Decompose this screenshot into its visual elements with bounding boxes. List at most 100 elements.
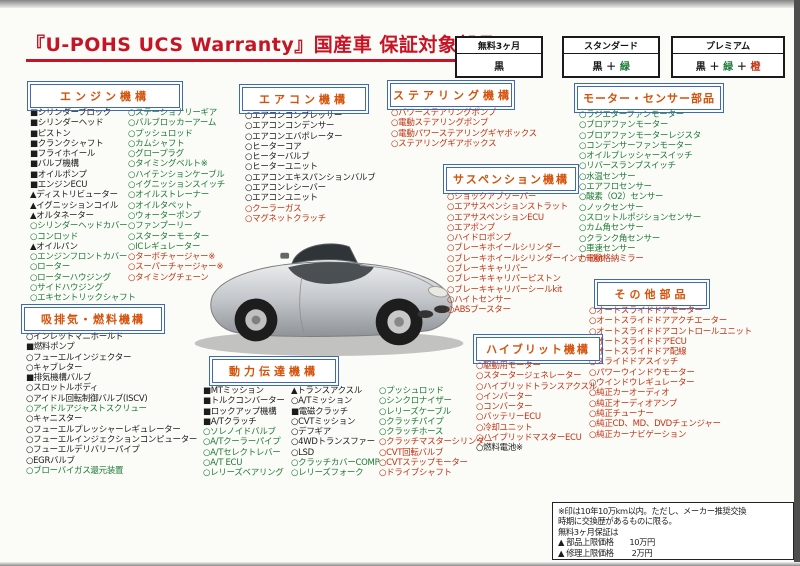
part-item: ▲オルタネーター [30, 210, 94, 221]
part-item: ○ブレーキホイールシリンダー [447, 243, 561, 254]
part-item: ○ハイトセンサー [447, 294, 512, 305]
part-item: ○スーパーチャージャー※ [128, 262, 224, 273]
section-header-steering: ステアリング機構 [387, 80, 515, 110]
part-item: ○電動ステアリングポンプ [391, 118, 489, 129]
part-item: ○エアコンレシーバー [245, 183, 326, 194]
part-item: ○酸素（O2）センサー [579, 192, 664, 203]
engine-parts-col1: ■シリンダーブロック■シリンダーヘッド■ピストン■クランクシャフト■フライホイー… [30, 108, 136, 304]
part-item: ○CVT回転バルブ [379, 447, 444, 458]
legend-title: 無料3ヶ月 [457, 38, 541, 54]
part-item: ○エアコンエキスパンションバルブ [245, 172, 376, 183]
part-item: ○ICレギュレーター [128, 241, 201, 252]
part-item: ■バルブ機構 [30, 159, 79, 170]
legend-color-label: 緑 [723, 62, 733, 73]
part-item: ○スターターモーター [128, 231, 209, 242]
warranty-note-box: ※印は10年10万km以内。ただし、メーカー推奨交換時期に交換歴があるものに限る… [552, 502, 794, 560]
others-parts: ○オートスライドドアモーター○オートスライドドアアクチエーター○オートスライドド… [589, 306, 752, 440]
part-item: ○ヒーターユニット [245, 162, 318, 173]
part-item: ○コンデンサーファンモーター [579, 140, 693, 151]
legend-standard: スタンダード 黒＋緑 [562, 36, 660, 78]
part-item: ○バルブロッカーアーム [128, 118, 217, 129]
part-item: ○コンロッド [30, 231, 79, 242]
part-item: ○ショックアブソーバー [447, 192, 537, 202]
part-item: ○クーラーガス [245, 203, 302, 214]
part-item: ■排気機構バルブ [26, 373, 92, 384]
part-item: ○ブレーキホイールシリンダーインナーkit [447, 253, 604, 264]
part-item: ○ローターハウジング [30, 272, 111, 283]
scan-edge-right [794, 0, 800, 566]
part-item: ○CVTステップモーター [379, 458, 468, 469]
part-item: ○シリンダーヘッドカバー [30, 221, 128, 232]
part-item: ○ステーショナリーギア [128, 108, 217, 118]
part-item: ○バッテリーECU [476, 412, 541, 423]
part-item: ○駆動用モーター [476, 361, 541, 371]
part-item: ■シリンダーヘッド [30, 118, 104, 129]
part-item: ○クランク角センサー [579, 233, 660, 244]
section-header-engine: エンジン機構 [27, 81, 183, 111]
part-item: ○オートスライドドアコントロールユニット [589, 326, 752, 337]
legend-colors: 黒 [457, 54, 541, 76]
section-header-others: その他部品 [594, 279, 710, 309]
power-train-parts-col3: ○プッシュロッド○シンクロナイザー○レリーズケーブル○クラッチパイプ○クラッチホ… [379, 386, 493, 479]
part-item: ○エアフロセンサー [579, 182, 652, 193]
part-item: ○ヒーターバルブ [245, 152, 310, 163]
part-item: ○フューエルデリバリーパイプ [26, 445, 140, 456]
power-train-parts-col1: ■MTミッション■トルクコンバーター■ロックアップ機構■A/Tクラッチ○ソレノイ… [203, 386, 285, 479]
aircon-parts: ○エアコンコンプレッサー○エアコンコンデンサー○エアコンエバポレーター○ヒーター… [245, 111, 376, 224]
part-item: ○オイルタペット [128, 200, 193, 211]
part-item: ○クラッチパイプ [379, 416, 444, 427]
part-item: ○ドライブシャフト [379, 468, 452, 479]
note-line: 無料3ヶ月保証は [558, 526, 619, 537]
legend-title: プレミアム [673, 38, 783, 54]
part-item: ○CVTミッション [291, 416, 356, 427]
part-item: ○ABSブースター [447, 305, 511, 316]
part-item: ○グロープラグ [128, 149, 184, 160]
part-item: ○A/T ECU [203, 458, 243, 469]
legend-color-label: ＋ [709, 62, 720, 73]
part-item: ○マグネットクラッチ [245, 213, 326, 224]
part-item: ○オイルプレッシャースイッチ [579, 151, 693, 162]
section-header-suspension: サスペンション機構 [443, 164, 579, 194]
part-item: ○パワーウインドウモーター [589, 367, 695, 378]
part-item: ○タイミングチェーン [128, 272, 209, 283]
part-item: ○EGRバルブ [26, 455, 75, 466]
part-item: ○プッシュロッド [128, 128, 193, 139]
part-item: ○エアコンコンデンサー [245, 121, 335, 132]
part-item: ○ブレーキキャリパー [447, 264, 528, 275]
part-item: ○純正オーディオアンプ [589, 398, 677, 409]
part-item: ○エアサスペンションECU [447, 212, 544, 223]
part-item: ▲トランスアクスル [291, 386, 362, 396]
part-item: ○パワーステアリングポンプ [391, 108, 496, 118]
note-line: ▲ 部品上限価格 10万円 [558, 537, 655, 548]
part-item: ○プッシュロッド [379, 386, 444, 396]
part-item: ○エアサスペンションストラット [447, 202, 568, 213]
legend-color-label: 黒 [695, 62, 706, 73]
legend-colors: 黒＋緑 [564, 54, 658, 76]
part-item: ○リバースランプスイッチ [579, 161, 676, 172]
part-item: ○A/Tセレクトレバー [203, 447, 281, 458]
section-header-intake-fuel: 吸排気・燃料機構 [21, 304, 165, 334]
part-item: ○デフギア [291, 427, 331, 438]
part-item: ○クラッチホース [379, 427, 444, 438]
part-item: ○車速センサー [579, 243, 636, 254]
part-item: ○ブレーキキャリパーピストン [447, 274, 561, 285]
part-item: ○オートスライドドアアクチエーター [589, 316, 727, 327]
part-item: ○フューエルインジェクター [26, 352, 132, 363]
part-item: ○レリーズケーブル [379, 406, 451, 417]
part-item: ○A/Tクーラーパイプ [203, 437, 281, 448]
part-item: ○エンジンフロントカバー [30, 252, 128, 263]
legend-color-label: ＋ [736, 62, 747, 73]
scan-edge-top [0, 0, 800, 8]
section-header-power-train: 動力伝達機構 [209, 356, 339, 386]
part-item: ○ノックセンサー [579, 202, 644, 213]
hybrid-parts: ○駆動用モーター○スタータージェネレーター○ハイブリッドトランスアクスル○インバ… [476, 361, 597, 454]
part-item: ○スロットルボディ [26, 383, 99, 394]
part-item: ■フライホイール [30, 149, 96, 160]
part-item: ○オートスライドドアモーター [589, 306, 703, 316]
part-item: ○シンクロナイザー [379, 396, 452, 407]
part-item: ○電動パワーステアリングギヤボックス [391, 128, 537, 139]
legend-premium: プレミアム 黒＋緑＋橙 [671, 36, 785, 78]
part-item: ○純正CD、MD、DVDチェンジャー [589, 419, 721, 430]
part-item: ○クラッチマスターシリンダー [379, 437, 493, 448]
